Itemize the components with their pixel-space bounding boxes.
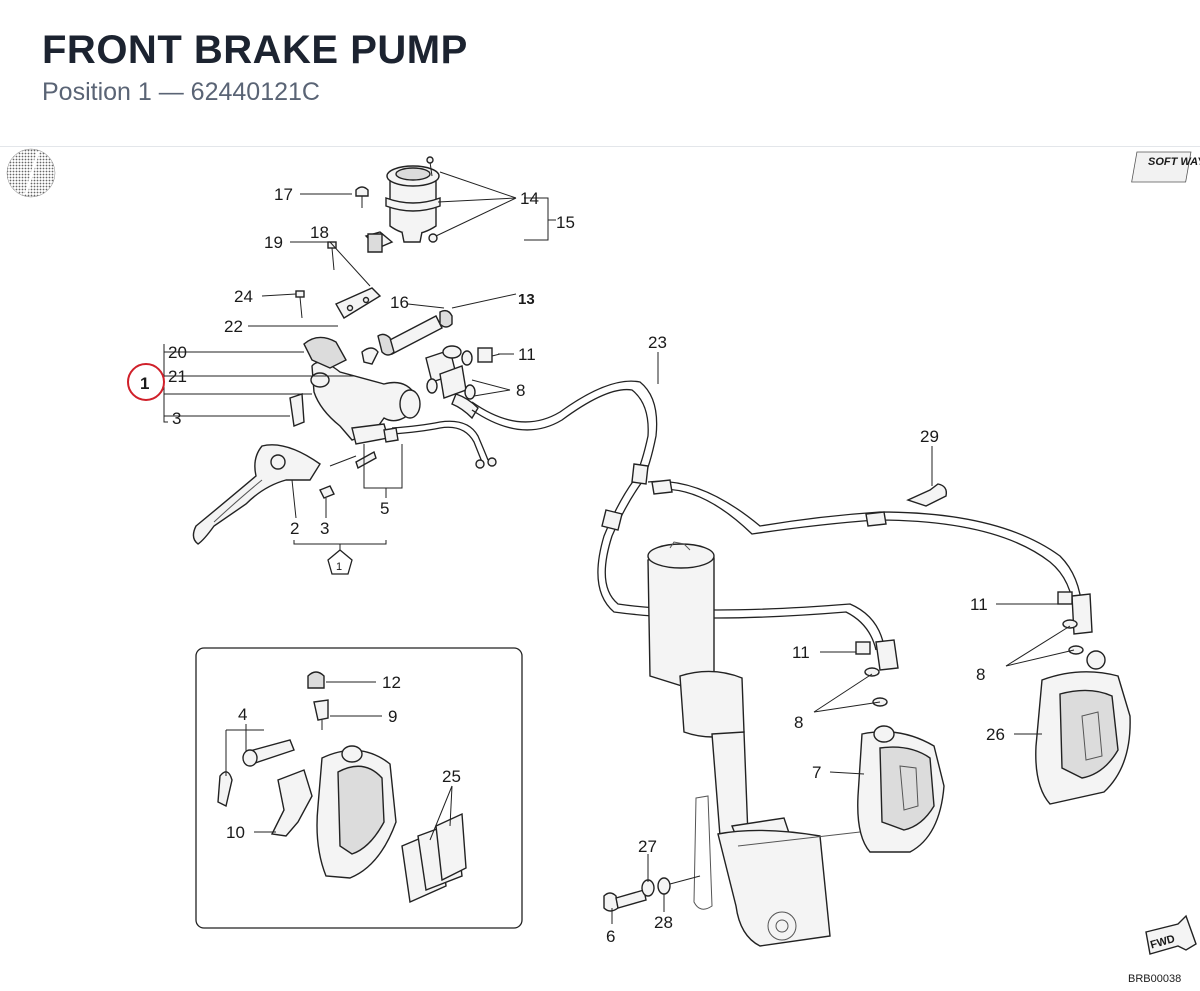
callout-14: 14 [520,189,539,208]
banjo-fitting [425,345,501,420]
callout-5: 5 [380,499,389,518]
callout-10: 10 [226,823,245,842]
halftone-disc-icon [6,148,56,198]
reservoir-hose [377,309,453,356]
callout-13: 13 [518,291,535,308]
fork-leg [647,541,861,947]
master-cylinder-assembly [192,156,501,545]
callout-3a: 3 [172,409,181,428]
page-title: FRONT BRAKE PUMP [42,28,468,72]
brake-hose-23 [471,380,1093,671]
fwd-arrow-icon: FWD [1145,914,1197,955]
callout-8c: 8 [794,713,803,732]
brake-switch-wire [383,420,497,469]
callout-4: 4 [238,705,247,724]
detail-inset [195,647,523,929]
page-header: FRONT BRAKE PUMP Position 1 — 62440121C [0,0,1200,147]
reservoir [385,156,441,243]
position-1-label: 1 [140,374,149,393]
callout-8a: 8 [516,381,525,400]
hose-clip [906,483,948,507]
callout-27: 27 [638,837,657,856]
caliper-right [1035,591,1131,805]
caliper-left [855,641,945,853]
callout-11c: 11 [792,643,810,662]
callout-18: 18 [310,223,329,242]
pump-body [303,336,421,445]
callout-20: 20 [168,343,187,362]
callout-25: 25 [442,767,461,786]
callout-29: 29 [920,427,939,446]
callout-28: 28 [654,913,673,932]
caliper-mount-bolt [603,875,701,912]
brake-lever [192,444,321,545]
page-subtitle: Position 1 — 62440121C [42,78,320,106]
callout-26: 26 [986,725,1005,744]
callout-15: 15 [556,213,575,232]
kit-pentagon-label: 1 [336,561,342,573]
callout-2: 2 [290,519,299,538]
position-1-marker: 1 [127,363,165,401]
callout-11a: 11 [518,345,536,364]
callout-12: 12 [382,673,401,692]
leader-lines [163,171,1075,924]
callout-19: 19 [264,233,283,252]
callout-9: 9 [388,707,397,726]
logo-text: SOFT WAY [1148,156,1200,168]
callout-3b: 3 [320,519,329,538]
callout-7: 7 [812,763,821,782]
callout-21: 21 [168,367,187,386]
callout-16: 16 [390,293,409,312]
kit-pentagon-marker: 1 [327,549,353,575]
callout-6: 6 [606,927,615,946]
mounting-bolts [295,241,337,319]
callout-22: 22 [224,317,243,336]
drawing-code: BRB00038 [1128,973,1181,985]
callout-labels: 17 14 15 18 19 24 16 13 22 20 21 3 11 8 … [168,185,1005,946]
callout-24: 24 [234,287,253,306]
callout-23: 23 [648,333,667,352]
exploded-parts-diagram: SOFT WAY [6,148,1200,985]
callout-8b: 8 [976,665,985,684]
softway-logo: SOFT WAY [1131,151,1200,183]
callout-11b: 11 [970,595,988,614]
callout-17: 17 [274,185,293,204]
